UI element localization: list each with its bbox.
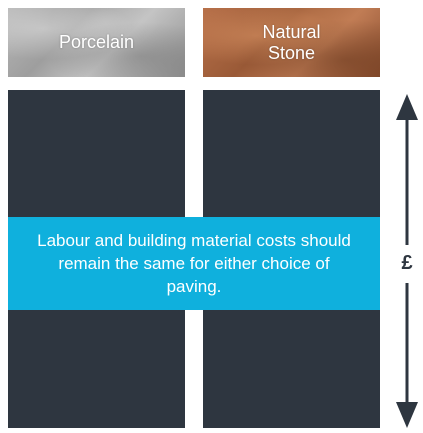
arrow-shaft-upper xyxy=(405,118,409,245)
porcelain-label: Porcelain xyxy=(58,32,135,52)
porcelain-tile: Porcelain xyxy=(8,8,185,77)
arrow-head-up xyxy=(396,94,418,120)
natural-stone-label-line2: Stone xyxy=(267,42,316,63)
natural-stone-label: Natural Stone xyxy=(262,22,320,64)
pound-sign: £ xyxy=(401,252,413,274)
double-arrow-icon xyxy=(396,94,418,428)
arrow-head-down xyxy=(396,402,418,428)
natural-stone-tile: Natural Stone xyxy=(203,8,380,77)
cost-note-banner: Labour and building material costs shoul… xyxy=(8,217,380,310)
cost-note-text: Labour and building material costs shoul… xyxy=(37,231,351,296)
natural-stone-label-line1: Natural xyxy=(262,21,321,42)
arrow-shaft-lower xyxy=(405,283,409,405)
